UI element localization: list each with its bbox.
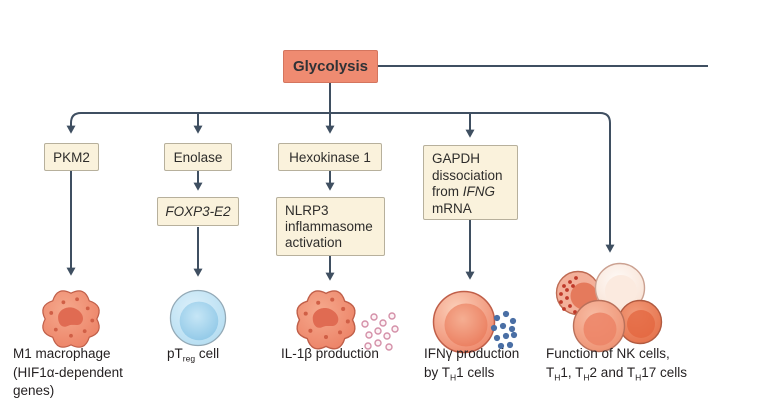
gapdh-line3: from IFNG xyxy=(432,184,496,199)
arrow-bus-to-nk-cells xyxy=(599,112,615,253)
il1b-macrophage-icon xyxy=(296,290,399,351)
il1b-production-label: IL-1β production xyxy=(281,346,379,361)
hexokinase1-node: Hexokinase 1 xyxy=(278,143,382,171)
pkm2-label: PKM2 xyxy=(53,149,90,165)
m1-macrophage-label: M1 macrophage (HIF1α-dependent genes) xyxy=(13,346,123,398)
enolase-label: Enolase xyxy=(173,149,223,165)
gapdh-line2: dissociation xyxy=(432,167,503,183)
nlrp3-line3: activation xyxy=(285,235,343,250)
dark-salmon-cell xyxy=(617,299,663,345)
arrow-bus-to-pkm2 xyxy=(66,112,82,134)
ifng-cell-icon xyxy=(432,290,518,354)
hexokinase1-label: Hexokinase 1 xyxy=(289,149,371,165)
glycolysis-node: Glycolysis xyxy=(283,50,378,83)
ptreg-cell-label: pTreg cell xyxy=(167,346,220,364)
mid-salmon-cell xyxy=(572,299,626,353)
glycolysis-label: Glycolysis xyxy=(292,58,369,75)
nlrp3-line2: inflammasome xyxy=(285,219,373,234)
ifng-production-label: IFNγ production by TH1 cells xyxy=(424,346,520,383)
gapdh-node: GAPDH dissociation from IFNG mRNA xyxy=(423,145,518,220)
nk-function-label: Function of NK cells, TH1, TH2 and TH17 … xyxy=(546,346,688,383)
il1b-secretion-rings xyxy=(361,312,399,351)
ifng-secretion-dots xyxy=(490,310,518,350)
foxp3e2-label: FOXP3-E2 xyxy=(165,204,231,219)
nlrp3-line1: NLRP3 xyxy=(285,203,329,218)
gapdh-line4: mRNA xyxy=(432,200,472,216)
enolase-node: Enolase xyxy=(164,143,232,171)
foxp3e2-node: FOXP3-E2 xyxy=(157,197,239,226)
gapdh-line1: GAPDH xyxy=(432,151,481,166)
nk-cluster-icon xyxy=(555,262,663,353)
m1-macrophage-icon xyxy=(42,290,100,348)
ifng-gene-italic: IFNG xyxy=(462,184,496,199)
pale-cell xyxy=(594,262,646,314)
pkm2-node: PKM2 xyxy=(44,143,99,171)
ptreg-cell-icon xyxy=(169,289,227,347)
nlrp3-node: NLRP3 inflammasome activation xyxy=(276,197,385,256)
